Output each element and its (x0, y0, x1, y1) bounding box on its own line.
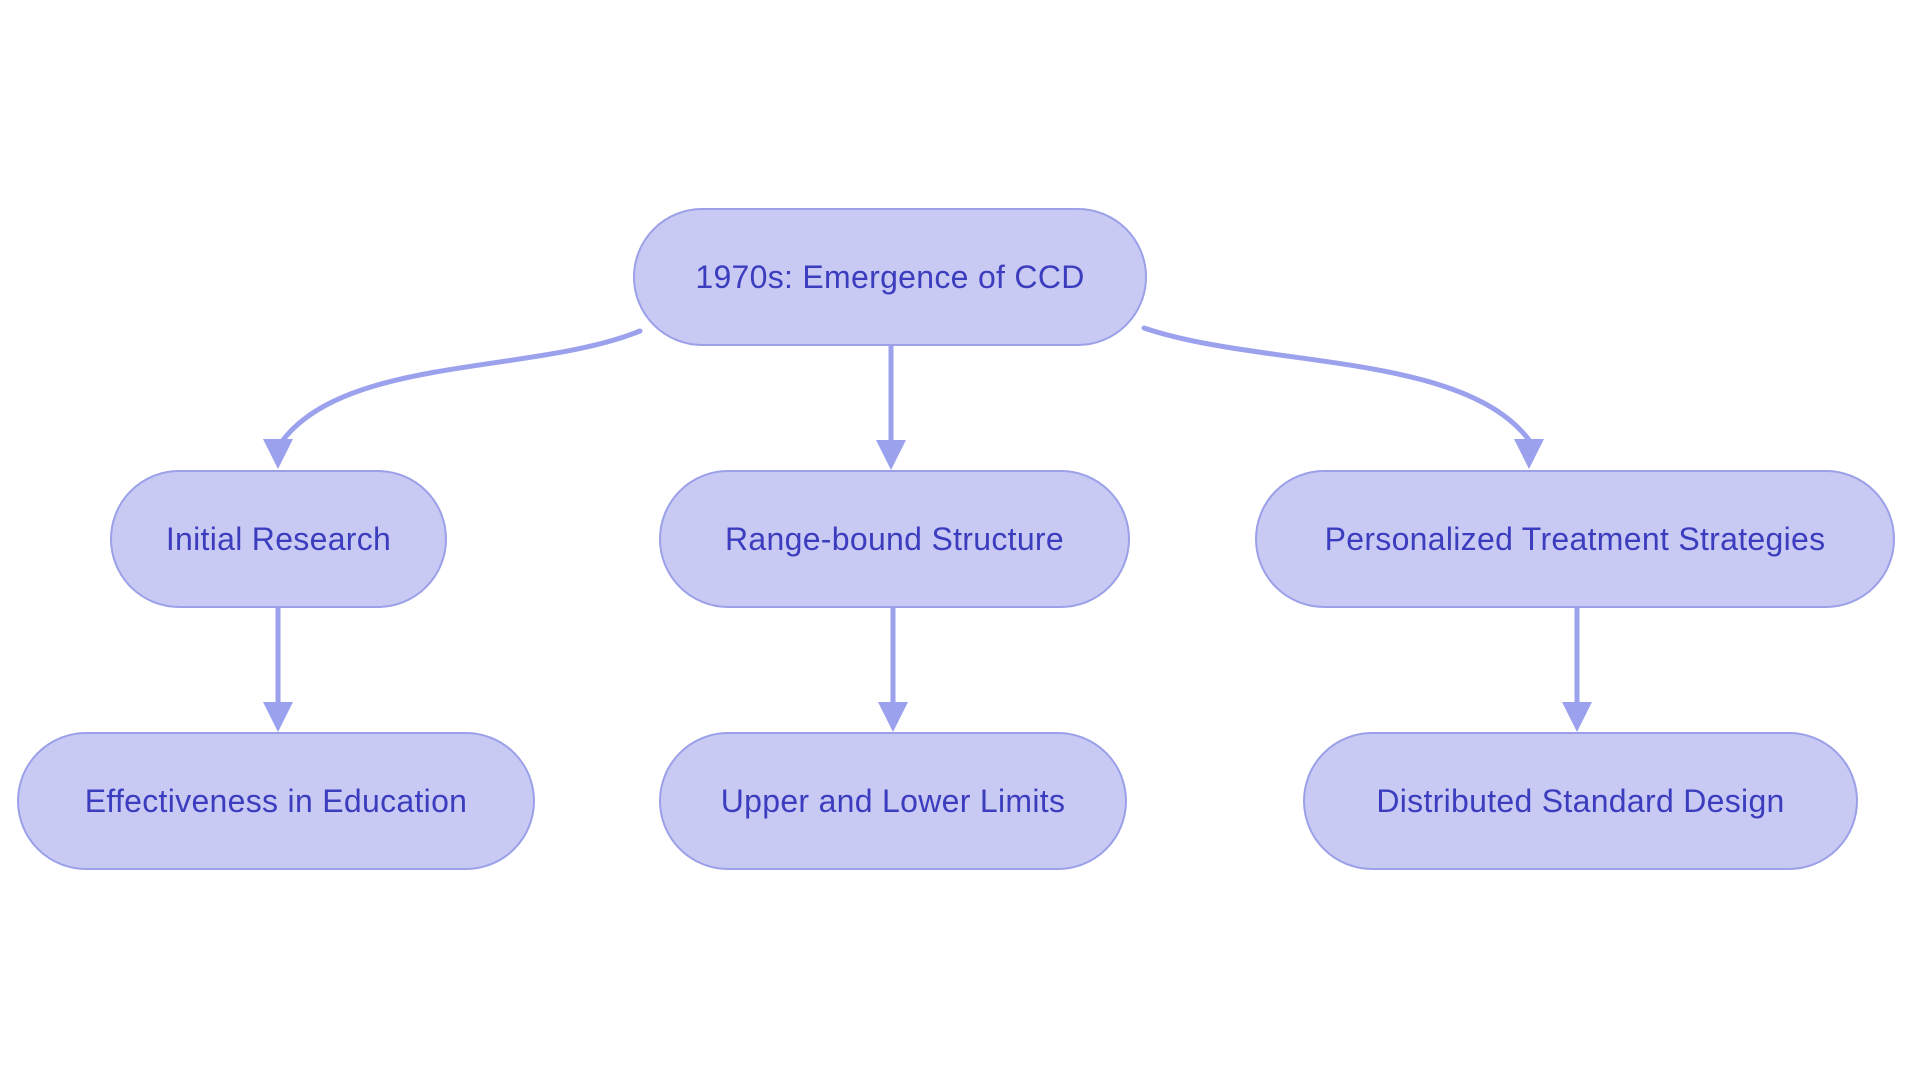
arrowhead-icon (263, 439, 293, 469)
arrowhead-icon (878, 702, 908, 732)
edge-root-to-initial-research (263, 328, 643, 469)
edge-root-to-personalized-treatment-strategies (1141, 325, 1544, 469)
arrowhead-icon (263, 702, 293, 732)
edge-personalized-treatment-strategies-to-distributed-standard-design (1562, 606, 1592, 732)
arrowhead-icon (1514, 439, 1544, 469)
edge-initial-research-to-effectiveness-in-education (263, 606, 293, 732)
node-effectiveness-in-education-label: Effectiveness in Education (84, 782, 468, 819)
node-range-bound-structure-label: Range-bound Structure (725, 520, 1064, 557)
edge-root-to-range-bound-structure (876, 344, 906, 470)
node-effectiveness-in-education: Effectiveness in Education (17, 732, 535, 870)
node-distributed-standard-design-label: Distributed Standard Design (1376, 782, 1785, 819)
node-initial-research: Initial Research (110, 470, 447, 608)
node-initial-research-label: Initial Research (165, 520, 392, 557)
node-personalized-treatment-strategies: Personalized Treatment Strategies (1255, 470, 1895, 608)
node-personalized-treatment-strategies-label: Personalized Treatment Strategies (1324, 520, 1826, 557)
node-range-bound-structure: Range-bound Structure (659, 470, 1130, 608)
arrowhead-icon (876, 440, 906, 470)
node-upper-and-lower-limits-label: Upper and Lower Limits (720, 782, 1066, 819)
node-root: 1970s: Emergence of CCD (633, 208, 1147, 346)
node-root-label: 1970s: Emergence of CCD (695, 258, 1085, 295)
arrowhead-icon (1562, 702, 1592, 732)
node-distributed-standard-design: Distributed Standard Design (1303, 732, 1858, 870)
edge-range-bound-structure-to-upper-and-lower-limits (878, 606, 908, 732)
node-upper-and-lower-limits: Upper and Lower Limits (659, 732, 1127, 870)
